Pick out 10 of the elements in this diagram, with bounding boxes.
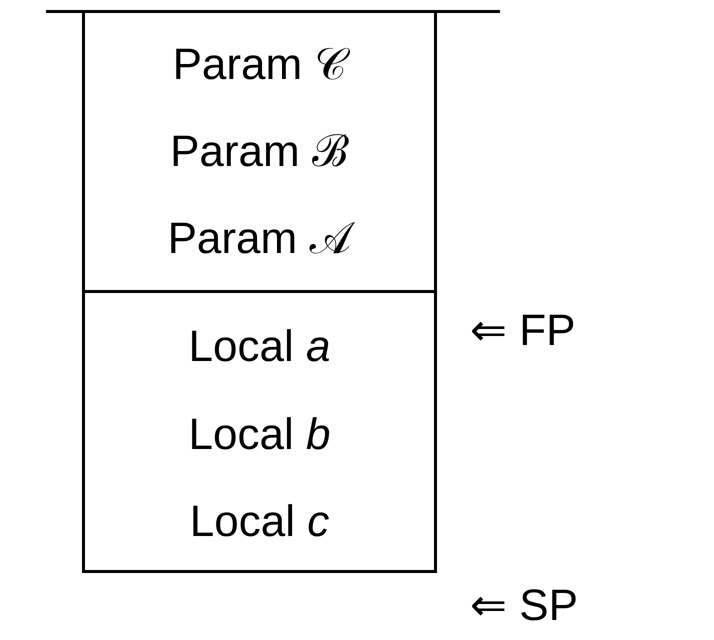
stack-slot-label: Local b [188, 408, 332, 460]
stack-slot-label: Param ℬ [169, 126, 350, 178]
parameter-section [82, 12, 437, 292]
local-variable-section [82, 290, 437, 573]
stack-slot-label: Local c [188, 496, 330, 548]
stack-slot-label: Local a [188, 320, 332, 373]
frame-pointer-label: ⇐ FP [470, 305, 576, 357]
stack-slot-label: Param 𝒜 [85, 212, 434, 265]
stack-slot-label: Param 𝒞 [85, 39, 434, 92]
stack-pointer-label: ⇐ SP [470, 580, 578, 632]
